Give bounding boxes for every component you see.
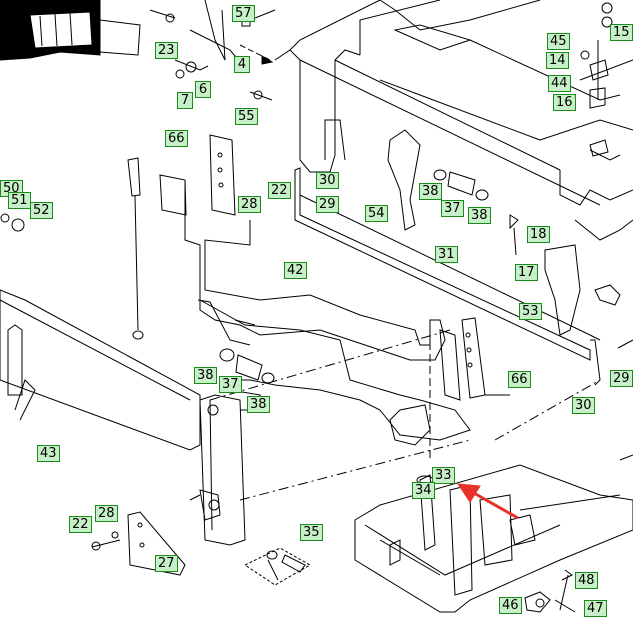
callout-15: 15 <box>610 24 633 41</box>
upright-post-drawing <box>189 394 246 546</box>
callout-38-lower-b: 38 <box>247 396 270 413</box>
callout-53: 53 <box>519 303 542 320</box>
center-lines-drawing <box>209 329 601 501</box>
callout-37-lower: 37 <box>219 376 242 393</box>
callout-23: 23 <box>155 42 178 59</box>
small-parts-drawing <box>524 569 576 613</box>
callout-6: 6 <box>195 81 211 98</box>
callout-52: 52 <box>30 202 53 219</box>
callout-28-lower: 28 <box>95 505 118 522</box>
rail-drawing <box>294 167 601 386</box>
callout-30-lower: 30 <box>572 397 595 414</box>
callout-51: 51 <box>8 192 31 209</box>
callout-31: 31 <box>435 246 458 263</box>
callout-30-upper: 30 <box>316 172 339 189</box>
callout-29-lower: 29 <box>610 370 633 387</box>
callout-7: 7 <box>177 92 193 109</box>
pin-35-drawing <box>243 547 312 586</box>
callout-16: 16 <box>553 94 576 111</box>
callout-38-upper-a: 38 <box>419 183 442 200</box>
callout-66-upper: 66 <box>165 130 188 147</box>
main-plate-drawing <box>184 180 446 361</box>
callout-43: 43 <box>37 445 60 462</box>
base-drawing <box>354 454 633 613</box>
cab-corner-drawing <box>0 0 141 61</box>
callout-22-lower: 22 <box>69 516 92 533</box>
callout-17: 17 <box>515 264 538 281</box>
callout-66-lower: 66 <box>508 371 531 388</box>
plate-27-drawing <box>91 511 186 576</box>
gas-strut-drawing <box>127 157 144 340</box>
callout-37-upper: 37 <box>441 200 464 217</box>
callout-4: 4 <box>234 56 250 73</box>
callout-22-upper: 22 <box>268 182 291 199</box>
callout-47: 47 <box>584 600 607 617</box>
callout-35: 35 <box>300 524 323 541</box>
callout-29-upper: 29 <box>316 196 339 213</box>
callout-28-upper: 28 <box>238 196 261 213</box>
upper-pin-drawing <box>433 169 489 201</box>
callout-42: 42 <box>284 262 307 279</box>
lower-beam-drawing <box>0 289 201 451</box>
callout-54: 54 <box>365 205 388 222</box>
callout-34: 34 <box>412 482 435 499</box>
callout-44: 44 <box>548 75 571 92</box>
wear-strip-lower-drawing <box>439 317 510 401</box>
frame-drawing <box>274 0 633 306</box>
callout-33: 33 <box>432 467 455 484</box>
callout-48: 48 <box>575 572 598 589</box>
callout-27: 27 <box>155 555 178 572</box>
right-hardware-drawing <box>0 2 633 349</box>
bracket-drawing <box>387 129 581 336</box>
callout-14: 14 <box>546 52 569 69</box>
wear-strip-upper-drawing <box>159 134 236 216</box>
callout-45: 45 <box>547 33 570 50</box>
red-pointer-arrow <box>457 483 519 520</box>
callout-57: 57 <box>232 5 255 22</box>
callout-55: 55 <box>235 108 258 125</box>
callout-38-lower-a: 38 <box>194 367 217 384</box>
upper-mount-drawing <box>149 0 276 101</box>
callout-46: 46 <box>499 597 522 614</box>
callout-18: 18 <box>527 226 550 243</box>
callout-38-upper-b: 38 <box>468 207 491 224</box>
